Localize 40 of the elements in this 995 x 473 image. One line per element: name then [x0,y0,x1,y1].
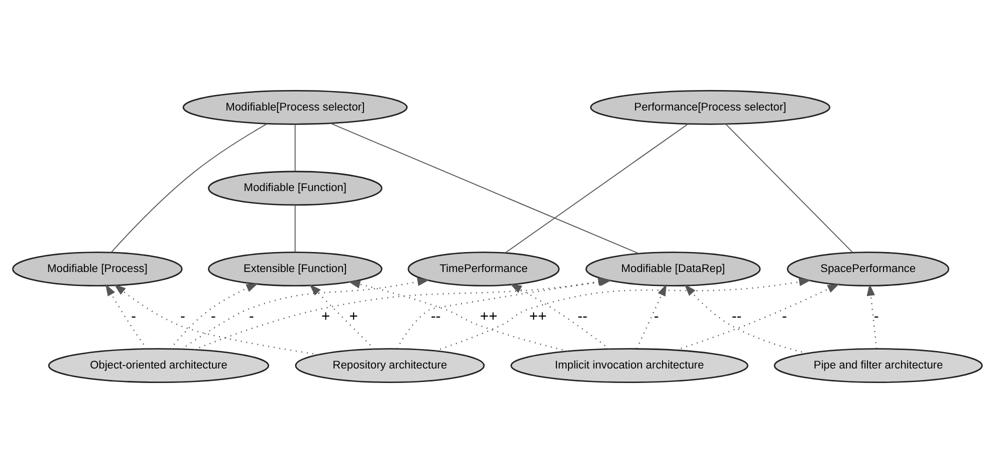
edge-label: -- [430,308,441,325]
edge-label: - [131,308,136,325]
node-ellipse: Implicit invocation architecture [510,348,748,383]
arrow [348,280,568,352]
edge-label: - [874,308,879,325]
connector [504,123,689,254]
node-ellipse: Modifiable [Function] [208,170,382,206]
edge-label: + [349,308,358,325]
arrow [866,284,878,349]
edge-label: - [782,308,787,325]
connector [330,122,640,254]
edge-label: - [210,308,216,325]
edge-label: -- [732,308,742,325]
connector [294,124,296,172]
edge-label: - [180,308,186,325]
connector [294,204,296,253]
arrow [180,278,430,350]
edge-label: - [249,308,254,325]
node-ellipse: Modifiable [Process] [12,252,183,286]
arrow [510,284,610,350]
connector [725,124,854,253]
node-ellipse: Object-oriented architecture [48,348,270,383]
node-ellipse: Modifiable[Process selector] [182,90,408,125]
node-ellipse: Repository architecture [295,348,485,383]
arrow [636,284,667,349]
edge-label: - [654,308,659,325]
arrow [170,283,258,350]
edge-label: ++ [480,308,498,325]
arrow [105,284,148,350]
node-ellipse: Pipe and filter architecture [774,348,983,383]
arrow [114,284,319,356]
edge-label: -- [578,308,588,325]
edge-label: + [321,308,330,325]
connector [110,123,268,253]
node-ellipse: Extensible [Function] [208,252,382,286]
arrow [309,284,375,350]
arrow [684,284,808,354]
arrow [676,284,840,351]
edge-label: ++ [529,308,547,325]
node-ellipse: Performance[Process selector] [590,90,830,125]
